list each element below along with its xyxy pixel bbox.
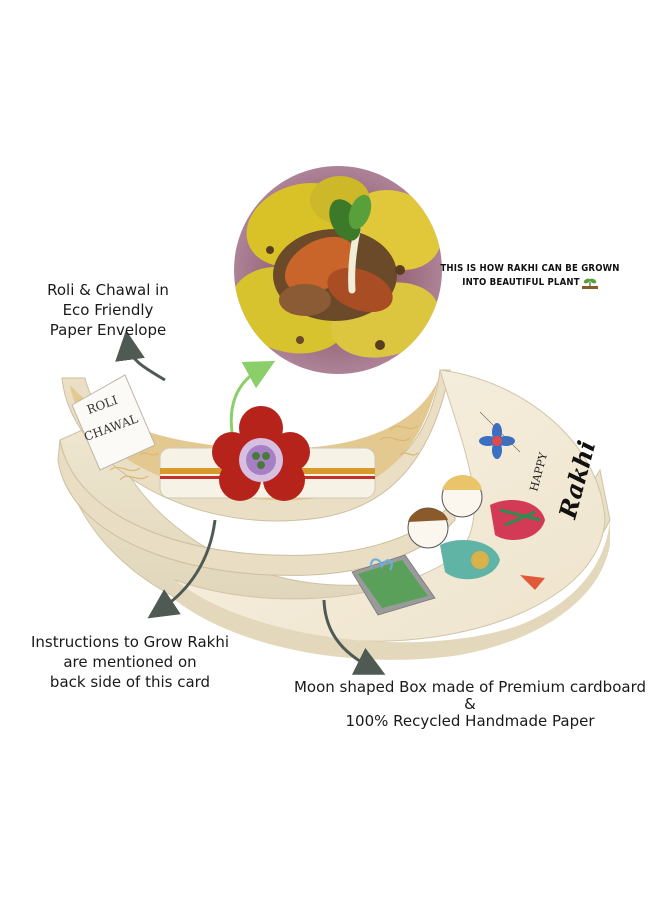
caption-line: Moon shaped Box made of Premium cardboar… <box>293 678 647 696</box>
roli-chawal-envelope: ROLI CHAWAL <box>71 374 156 471</box>
caption-line: INTO BEAUTIFUL PLANT <box>440 276 620 290</box>
caption-line: Roli & Chawal in <box>47 281 169 299</box>
girl-figure <box>441 475 545 540</box>
curved-arrow-icon <box>115 330 166 382</box>
gift-card <box>351 554 436 616</box>
caption-line: Paper Envelope <box>49 321 167 339</box>
plant-photo <box>234 166 442 374</box>
caption-text: INTO BEAUTIFUL PLANT <box>462 277 580 288</box>
caption-line: back side of this card <box>49 673 211 691</box>
curved-arrow-icon <box>229 360 276 433</box>
curved-arrow-icon <box>147 519 217 619</box>
boy-figure <box>407 507 545 590</box>
instructions-caption: Instructions to Grow Rakhi are mentioned… <box>10 632 250 692</box>
caption-line: & <box>464 695 476 713</box>
grow-note-caption: THIS IS HOW RAKHI CAN BE GROWN INTO BEAU… <box>440 262 620 290</box>
caption-line: Instructions to Grow Rakhi <box>30 633 229 651</box>
caption-line: are mentioned on <box>63 653 197 671</box>
caption-line: Eco Friendly <box>62 301 154 319</box>
small-flower <box>479 423 515 459</box>
sprout-icon <box>581 278 598 289</box>
moon-box-caption: Moon shaped Box made of Premium cardboar… <box>290 677 650 731</box>
roli-chawal-caption: Roli & Chawal in Eco Friendly Paper Enve… <box>18 280 198 340</box>
curved-arrow-icon <box>322 599 386 675</box>
rakhi-flower <box>212 406 310 501</box>
rakhi <box>159 406 376 501</box>
caption-line: 100% Recycled Handmade Paper <box>345 712 595 730</box>
caption-line: THIS IS HOW RAKHI CAN BE GROWN <box>440 263 620 274</box>
